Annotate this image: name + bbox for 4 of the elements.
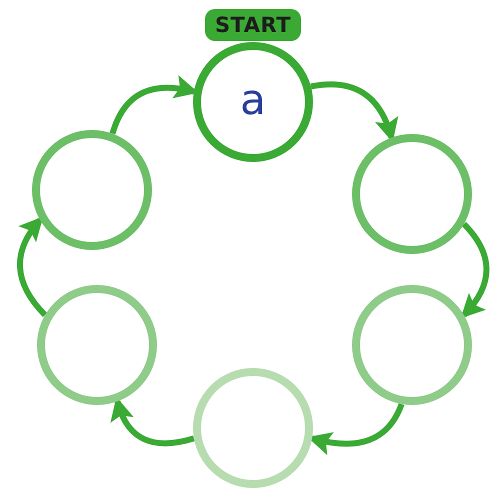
arrow: [460, 222, 490, 319]
arrow: [17, 216, 48, 318]
start-badge: START: [205, 9, 301, 41]
node-label: a: [240, 79, 266, 121]
